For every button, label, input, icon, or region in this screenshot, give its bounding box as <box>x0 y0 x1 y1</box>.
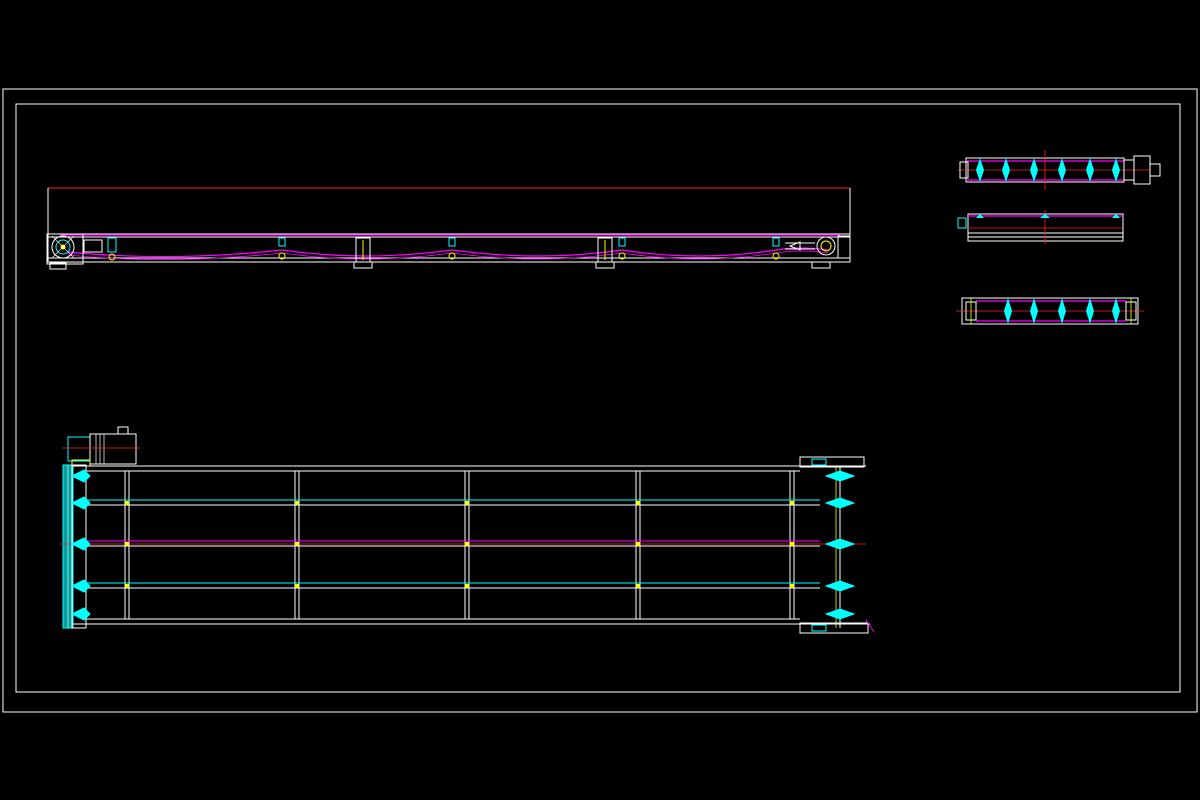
plan-cross-members <box>124 471 795 619</box>
idler-bracket-3 <box>618 237 626 260</box>
support-leg-2 <box>595 237 615 269</box>
idler-bracket-2 <box>448 237 456 260</box>
drive-head-pulley <box>46 233 117 270</box>
plan-view <box>60 426 875 634</box>
inner-frame <box>15 103 1181 693</box>
belt-lane-1 <box>86 499 820 506</box>
idler-bracket-1 <box>278 237 286 260</box>
side-elevation-view <box>46 187 851 270</box>
belt-section-view <box>957 210 1124 244</box>
drive-sprockets <box>70 469 91 621</box>
support-leg-1 <box>353 237 373 269</box>
tail-shaft-assembly <box>799 456 875 634</box>
outer-frame <box>2 88 1198 713</box>
joint-markers <box>125 501 794 588</box>
belt-return-run-2 <box>67 250 829 260</box>
drive-motor <box>62 426 140 467</box>
belt-lane-3 <box>86 582 820 589</box>
belt-lane-2 <box>60 540 866 547</box>
tail-pulley <box>785 235 851 269</box>
idler-bracket-4 <box>772 237 780 260</box>
belt-return-run <box>67 247 829 258</box>
tail-roller-section-view <box>956 297 1144 325</box>
drive-roller-section-view <box>958 150 1161 190</box>
